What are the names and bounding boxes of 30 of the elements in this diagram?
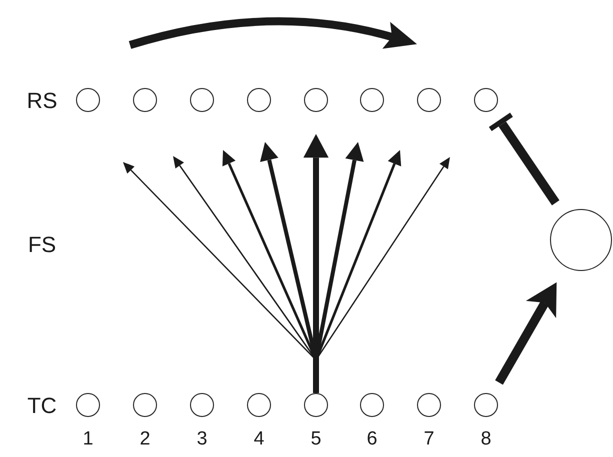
circle	[417, 393, 441, 417]
row-label: TC	[27, 395, 57, 417]
circle	[76, 393, 100, 417]
circle	[247, 88, 271, 112]
column-number: 3	[196, 430, 208, 448]
circle	[247, 393, 271, 417]
column-number: 4	[254, 430, 264, 448]
circle	[304, 393, 328, 417]
circle	[76, 88, 100, 112]
circle	[190, 393, 214, 417]
circle	[360, 88, 384, 112]
circle	[304, 88, 328, 112]
column-number: 7	[424, 430, 434, 448]
circle	[190, 88, 214, 112]
column-number: 8	[480, 430, 492, 448]
column-number: 5	[310, 430, 322, 448]
circle	[474, 393, 498, 417]
arrow	[303, 134, 329, 393]
column-number: 2	[140, 430, 150, 448]
arrow	[495, 282, 557, 385]
row-label: FS	[28, 234, 56, 256]
circle	[550, 209, 612, 271]
column-number: 6	[366, 430, 378, 448]
circle	[474, 88, 498, 112]
circle	[133, 88, 157, 112]
circle	[133, 393, 157, 417]
column-number: 1	[82, 430, 94, 448]
circle	[360, 393, 384, 417]
circle	[417, 88, 441, 112]
row-label: RS	[26, 90, 58, 112]
